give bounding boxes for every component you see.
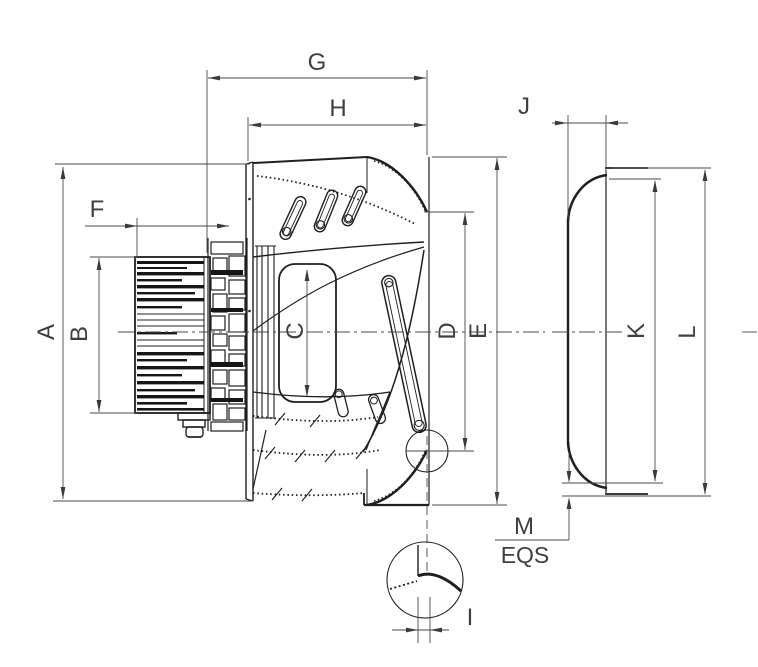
dim-label-h: H [329, 95, 346, 122]
dim-label-f: F [90, 196, 105, 223]
bottom-slot-1 [333, 388, 349, 418]
dim-label-g: G [308, 49, 327, 76]
dimension-i: I [392, 597, 473, 643]
dim-label-m: M [514, 513, 534, 540]
dimension-g: G [206, 49, 428, 253]
dimension-m-eqs: M EQS [495, 452, 572, 568]
motor-fins [137, 261, 204, 411]
dimension-b: B [66, 256, 137, 414]
main-view [118, 155, 545, 575]
side-profile-view [552, 167, 757, 495]
dimension-a: A [33, 163, 253, 502]
dimension-j: J [518, 93, 628, 219]
dimensions: A B C D [33, 49, 711, 643]
connector-stack [207, 238, 248, 432]
detail-view [386, 541, 464, 619]
detail-circle [386, 541, 464, 619]
dimension-c: C [282, 269, 310, 397]
dimension-k: K [562, 178, 663, 484]
dim-label-l: L [674, 325, 701, 338]
dim-label-b: B [66, 326, 93, 342]
dim-label-c: C [282, 322, 309, 339]
mounting-plate [245, 161, 254, 502]
dim-label-d: D [434, 322, 461, 339]
impeller [252, 156, 427, 502]
motor-body [134, 256, 211, 414]
dimension-d: D [406, 211, 474, 452]
center-blade-slot [381, 274, 427, 434]
dimension-h: H [247, 95, 426, 161]
motor-fin-lines [137, 313, 204, 347]
cable-gland [177, 412, 211, 438]
dim-label-a: A [33, 324, 60, 340]
top-slot-2 [313, 189, 339, 233]
dim-label-k: K [623, 323, 650, 339]
dim-label-i: I [467, 604, 474, 631]
top-slot-3 [341, 185, 367, 227]
dim-label-eqs: EQS [501, 542, 550, 568]
dim-label-e: E [465, 323, 492, 339]
dimension-f: F [85, 196, 229, 256]
top-slot-1 [279, 195, 307, 241]
hatch-ticks [264, 412, 367, 502]
dim-label-j: J [518, 93, 530, 120]
dimension-l: L [562, 167, 711, 497]
dimension-e: E [432, 156, 507, 506]
